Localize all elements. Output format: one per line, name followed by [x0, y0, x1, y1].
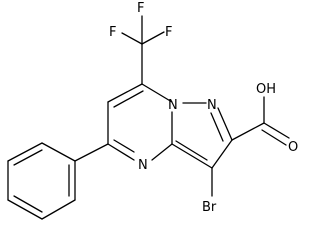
bond-c5-phenyl [74, 143, 109, 162]
bond-ph-2-double [13, 149, 43, 166]
bond-lines [7, 15, 290, 220]
bond-c7-n [141, 83, 173, 103]
atom-label-n-pyrimidine: N [138, 158, 148, 173]
bond-ph-5 [41, 199, 76, 220]
bond-c-f-right [141, 31, 165, 45]
bond-c3-c3a [171, 143, 213, 169]
atom-label-n-pyrazole: N [207, 98, 217, 113]
bond-c3-c3a-double [175, 140, 208, 161]
bond-c7-c6 [107, 83, 143, 103]
atom-label-f3: F [165, 25, 172, 40]
bond-ph-4 [7, 199, 43, 220]
atom-label-f1: F [137, 1, 144, 16]
bond-ph-2 [7, 142, 43, 162]
bond-c7-c6-double [113, 90, 144, 108]
bond-ph-4-double [13, 195, 43, 213]
molecule-drawing: F F F N N N OH O Br [7, 1, 298, 220]
bond-n4-c3a [151, 143, 173, 161]
atom-label-f2: F [109, 25, 116, 40]
bond-c-f-left [121, 32, 143, 45]
atom-label-oh: OH [256, 82, 276, 97]
atom-label-br: Br [202, 200, 217, 215]
atom-label-o: O [288, 140, 298, 155]
bond-ph-1 [41, 142, 76, 162]
bond-n-c2 [217, 107, 233, 141]
bond-n-c2-double [210, 112, 224, 142]
atom-labels: F F F N N N OH O Br [109, 1, 298, 215]
bond-c-o [263, 122, 290, 139]
bond-c5-n4 [107, 143, 135, 161]
structure-diagram: F F F N N N OH O Br [7, 1, 298, 220]
bond-c2-c3 [211, 139, 233, 169]
bond-c2-cooh [231, 122, 265, 141]
bond-c5-n4-double [113, 139, 135, 153]
atom-label-n-bridge: N [168, 98, 178, 113]
bond-c-o-double [261, 129, 287, 146]
